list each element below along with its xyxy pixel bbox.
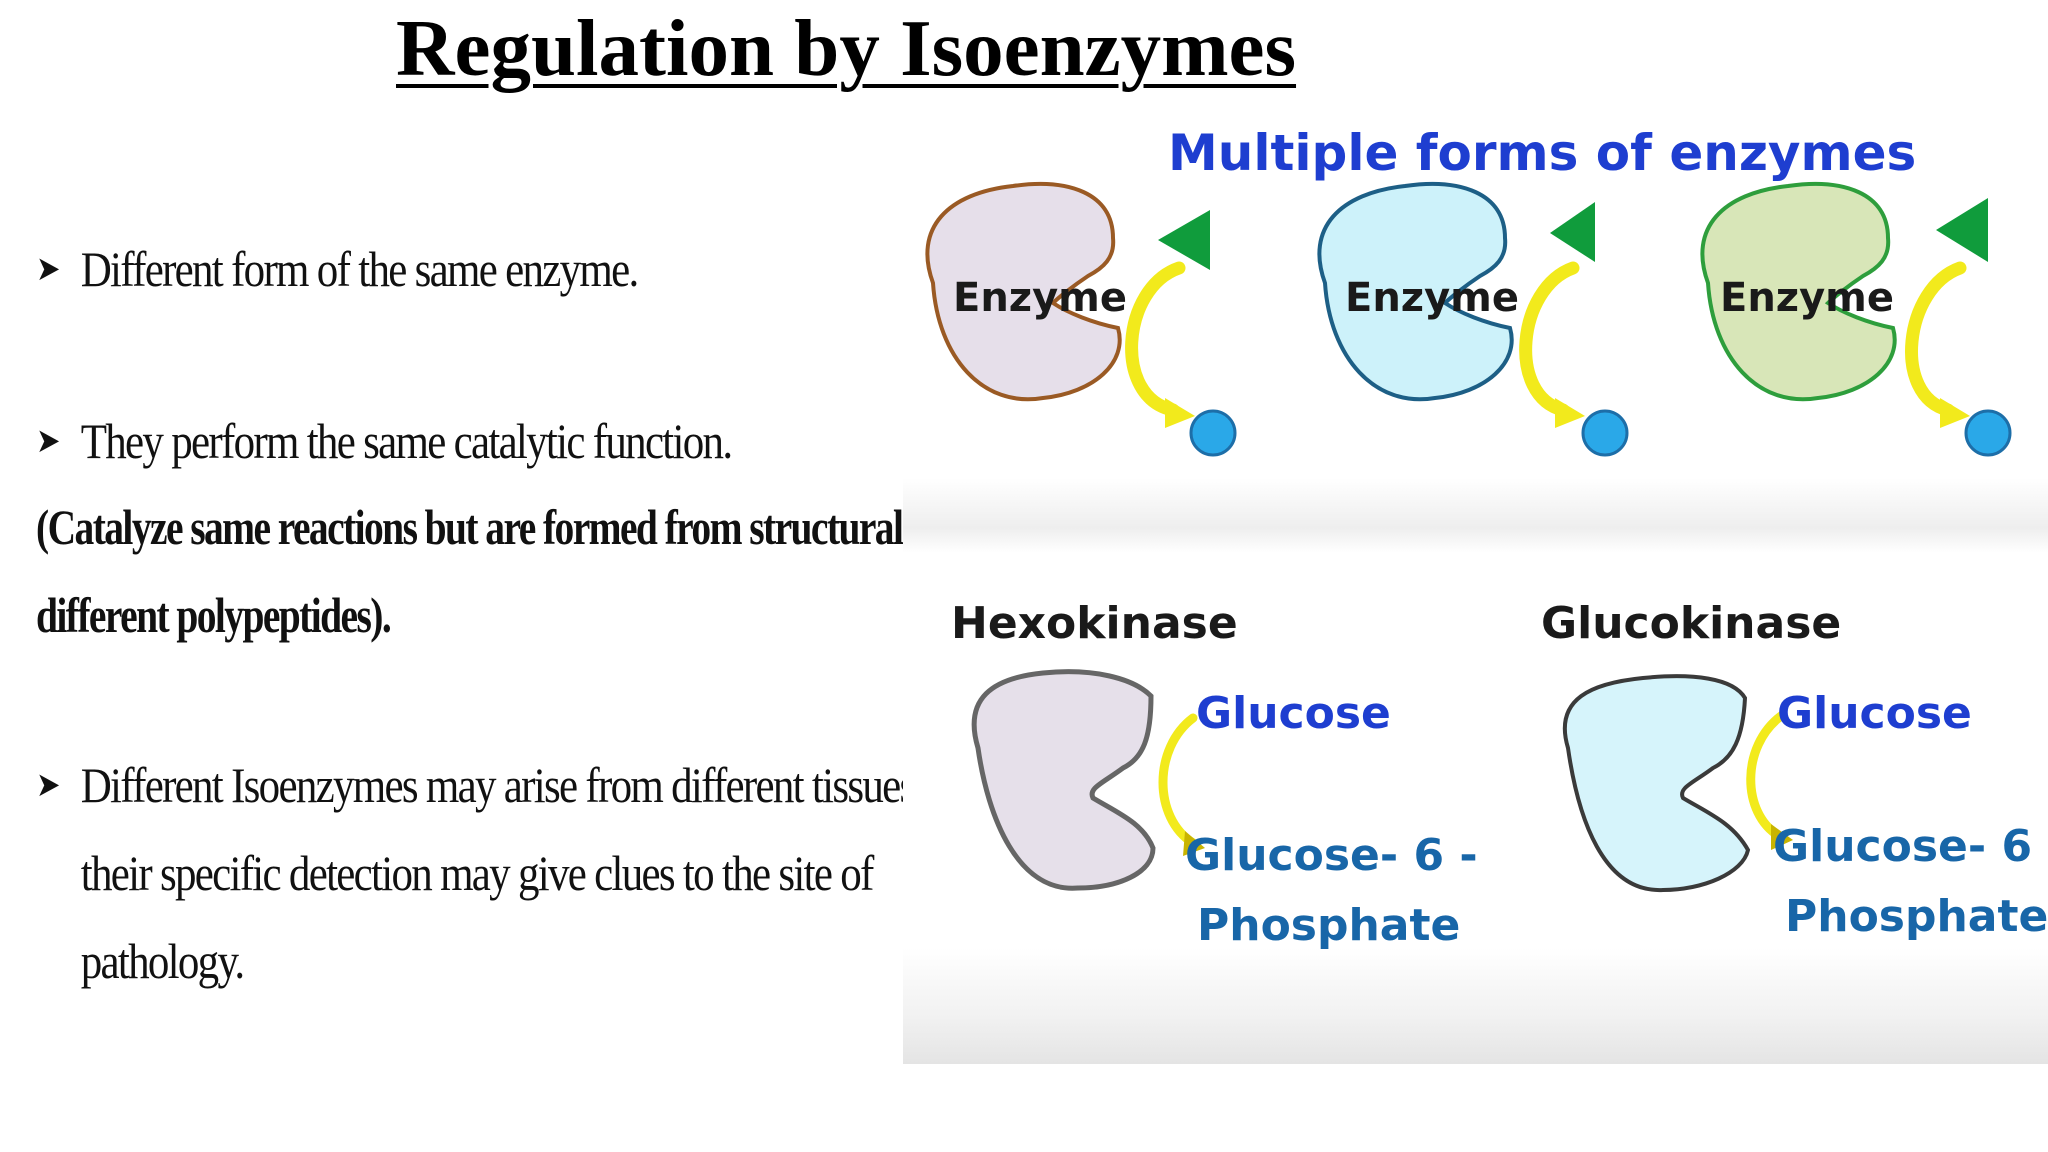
arrow-bullet-icon: ➤ (36, 765, 61, 805)
bullet-note: (Catalyze same reactions but are formed … (36, 483, 932, 659)
hexokinase-example: Hexokinase Glucose Glucose- 6 - Phosphat… (951, 598, 1478, 951)
substrate-circle-icon (1581, 409, 1629, 457)
enzyme-diagram: Multiple forms of enzymes Enzyme Enzyme … (925, 124, 2048, 951)
bullet-list: ➤ Different form of the same enzyme. ➤ The… (36, 0, 982, 1152)
product-label: Phosphate (1197, 900, 1460, 951)
bullet-text: Different Isoenzymes may arise from diff… (80, 757, 983, 813)
bullet-item: ➤ They perform the same catalytic functio… (36, 397, 733, 485)
enzyme-label: Enzyme (1345, 275, 1519, 321)
enzyme-shape (925, 181, 1122, 402)
note-line: (Catalyze same reactions but are formed … (36, 499, 932, 555)
note-line: different polypeptides). (36, 587, 392, 643)
enzyme-shape (1317, 181, 1514, 402)
slide-title: Regulation by Isoenzymes (396, 3, 1297, 93)
enzyme-shape (1562, 674, 1751, 893)
substrate-circle-icon (1189, 409, 1237, 457)
enzyme-shape (1700, 181, 1897, 402)
curved-arrow-icon (1125, 261, 1186, 417)
enzyme-shape (971, 669, 1156, 891)
bullet-item: ➤ Different Isoenzymes may arise from dif… (36, 741, 983, 1005)
arrow-bullet-icon: ➤ (36, 421, 61, 461)
curved-arrow-icon (1905, 261, 1967, 417)
example-name: Glucokinase (1541, 598, 1841, 649)
example-name: Hexokinase (951, 598, 1238, 649)
curved-arrow-icon (1519, 261, 1580, 417)
enzyme-group: Enzyme (925, 181, 1237, 457)
curved-arrow-icon (1746, 711, 1786, 841)
enzyme-label: Enzyme (1720, 275, 1894, 321)
substrate-circle-icon (1964, 409, 2012, 457)
triangle-effector-icon (1158, 210, 1210, 270)
product-label: Glucose- 6 - (1773, 821, 2048, 872)
enzyme-figure: Multiple forms of enzymes Enzyme Enzyme … (903, 98, 2048, 1064)
substrate-label: Glucose (1777, 688, 1972, 739)
substrate-label: Glucose (1196, 688, 1391, 739)
enzyme-group: Enzyme (1317, 181, 1629, 457)
bullet-item: ➤ Different form of the same enzyme. (36, 225, 640, 313)
curved-arrow-icon (1158, 713, 1198, 848)
glucokinase-example: Glucokinase Glucose Glucose- 6 - Phospha… (1541, 598, 2048, 942)
arrow-bullet-icon: ➤ (36, 249, 61, 289)
triangle-effector-icon (1936, 198, 1988, 262)
bullet-text: Different form of the same enzyme. (80, 241, 640, 297)
figure-heading: Multiple forms of enzymes (1168, 124, 1916, 182)
bullet-text: their specific detection may give clues … (80, 845, 875, 901)
triangle-effector-icon (1550, 202, 1595, 262)
enzyme-label: Enzyme (953, 275, 1127, 321)
product-label: Phosphate (1785, 891, 2048, 942)
bullet-text: They perform the same catalytic function… (80, 413, 733, 469)
bullet-text: pathology. (80, 933, 245, 989)
product-label: Glucose- 6 - (1185, 830, 1478, 881)
enzyme-group: Enzyme (1700, 181, 2012, 457)
